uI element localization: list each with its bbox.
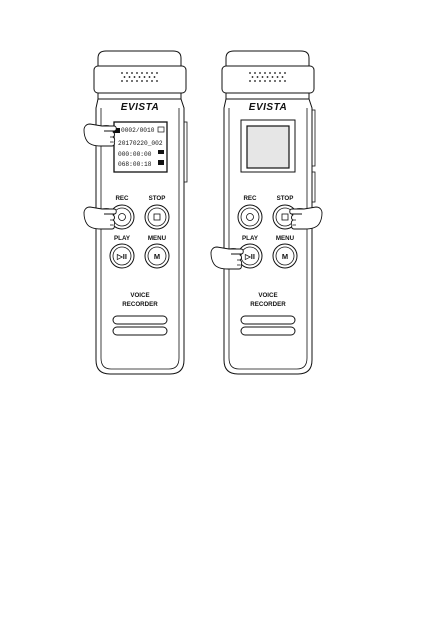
pointing-hand-icon (84, 124, 116, 146)
pointing-hand-icon (84, 207, 116, 229)
screen-remaining: 068:00:18 (118, 161, 152, 168)
microphone-grille-icon (249, 72, 286, 82)
menu-icon: M (154, 252, 160, 261)
play-pause-icon: ▷II (116, 252, 127, 261)
brand-logo: EVISTA (249, 102, 287, 113)
rec-label: REC (115, 195, 129, 202)
voice-label: VOICE (130, 292, 149, 299)
pointing-hand-icon (290, 207, 322, 229)
recorder-left: EVISTA 0002/0010 20170220_002 000:00:00 … (84, 51, 187, 374)
quality-icon (158, 150, 164, 154)
play-label: PLAY (114, 235, 131, 242)
play-pause-icon: ▷II (244, 252, 255, 261)
grille-slot (113, 316, 167, 324)
rec-button[interactable] (238, 205, 262, 229)
voice-label: VOICE (258, 292, 277, 299)
menu-button[interactable]: M (273, 244, 297, 268)
display-screen (247, 126, 289, 168)
recorder-label: RECORDER (250, 301, 286, 308)
rec-label: REC (243, 195, 257, 202)
recorder-right: EVISTA REC STOP PLAY MENU ▷II M VOICE (211, 51, 322, 374)
stop-button[interactable] (145, 205, 169, 229)
grille-slot (113, 327, 167, 335)
play-label: PLAY (242, 235, 259, 242)
grille-slot (241, 327, 295, 335)
menu-icon: M (282, 252, 288, 261)
format-icon (158, 160, 164, 165)
stop-icon (154, 214, 160, 220)
stop-label: STOP (149, 195, 166, 202)
microphone-grille-icon (121, 72, 158, 82)
record-icon (119, 214, 126, 221)
pointing-hand-icon (211, 247, 243, 269)
play-button[interactable]: ▷II (110, 244, 134, 268)
menu-button[interactable]: M (145, 244, 169, 268)
stop-icon (282, 214, 288, 220)
brand-logo: EVISTA (121, 102, 159, 113)
grille-slot (241, 316, 295, 324)
menu-label: MENU (276, 235, 295, 242)
screen-filename: 20170220_002 (118, 140, 163, 147)
stop-label: STOP (277, 195, 294, 202)
recorder-label: RECORDER (122, 301, 158, 308)
record-icon (247, 214, 254, 221)
screen-counter: 0002/0010 (121, 127, 155, 134)
screen-elapsed: 000:00:00 (118, 151, 152, 158)
menu-label: MENU (148, 235, 167, 242)
